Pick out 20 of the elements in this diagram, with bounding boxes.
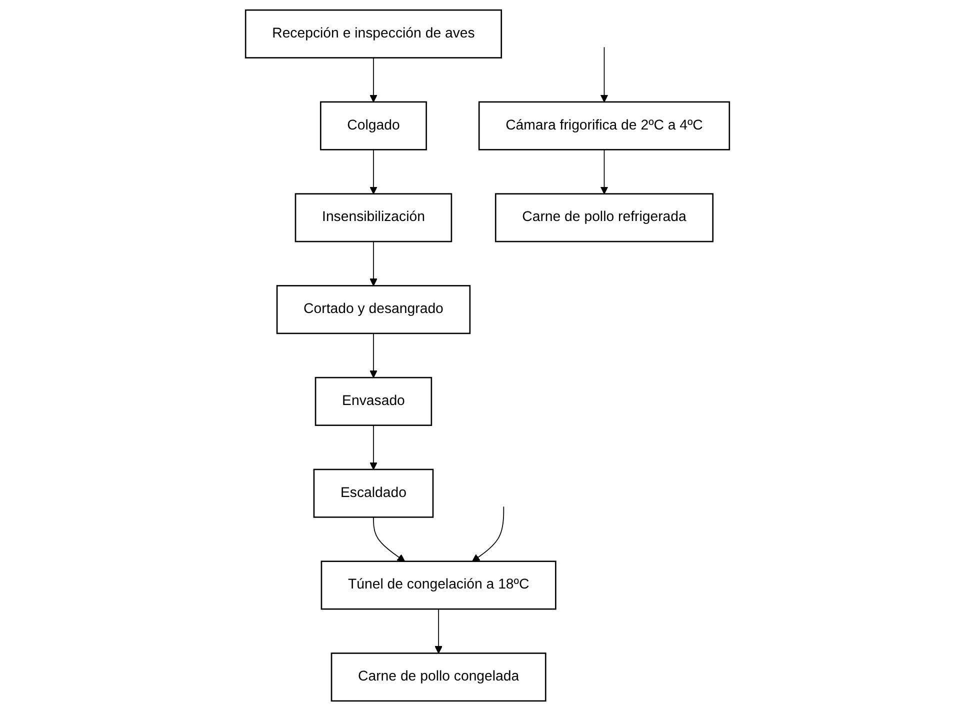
arrow <box>373 516 406 562</box>
node-box: Recepción e inspección de aves <box>244 9 502 58</box>
arrow <box>370 332 378 378</box>
node-box: Colgado <box>320 101 427 150</box>
node-box: Escaldado <box>313 468 434 518</box>
node-box: Cámara frigorifica de 2ºC a 4ºC <box>478 101 730 150</box>
node-box: Carne de pollo refrigerada <box>494 193 714 242</box>
arrow <box>600 149 608 194</box>
arrow <box>472 506 504 562</box>
arrow <box>370 57 378 102</box>
arrow <box>370 241 378 286</box>
node-box: Envasado <box>314 376 432 426</box>
arrow <box>434 608 442 654</box>
node-box: Carne de pollo congelada <box>330 652 546 702</box>
node-box: Túnel de congelación a 18ºC <box>320 560 556 610</box>
arrow <box>370 149 378 194</box>
arrow <box>370 424 378 470</box>
arrow <box>600 46 608 102</box>
node-box: Insensibilización <box>294 193 452 242</box>
node-box: Cortado y desangrado <box>276 285 471 334</box>
